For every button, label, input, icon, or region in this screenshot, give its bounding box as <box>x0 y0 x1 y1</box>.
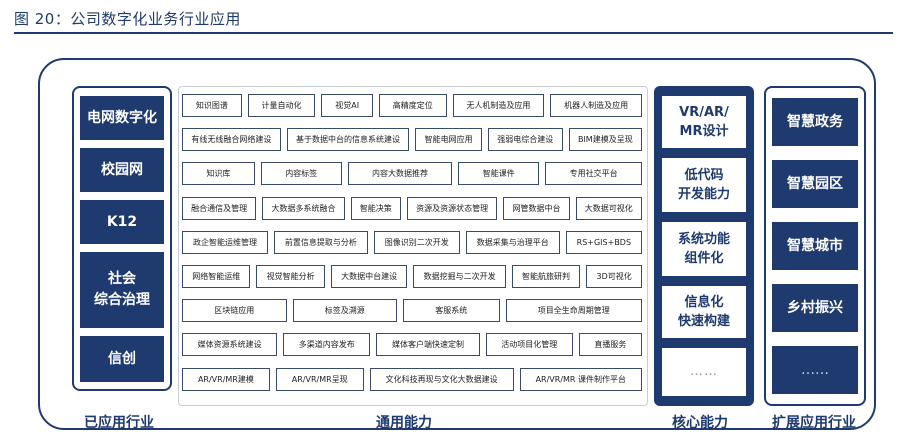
expanded-industries-label: 扩展应用行业 <box>772 415 856 431</box>
core-capability-componentization: 系统功能 组件化 <box>662 222 746 276</box>
applied-industry-xinchuang: 信创 <box>80 336 164 382</box>
capability-cell: 数据挖掘与二次开发 <box>413 265 506 288</box>
capability-cell: AR/VR/MR 课件制作平台 <box>519 368 642 391</box>
capability-row: 区块链应用标签及溯源客服系统项目全生命周期管理 <box>182 299 642 322</box>
capability-cell: 视觉智能分析 <box>256 265 325 288</box>
capability-cell: 文化科技再现与文化大数据建设 <box>369 368 514 391</box>
capability-cell: 项目全生命周期管理 <box>505 299 642 322</box>
capability-row: 媒体资源系统建设多渠道内容发布媒体客户端快速定制活动项目化管理直播服务 <box>182 333 643 356</box>
capability-cell: 网管数据中台 <box>503 197 570 220</box>
capability-cell: RS+GIS+BDS <box>565 231 643 254</box>
capability-cell: 大数据可视化 <box>575 197 642 220</box>
core-capabilities-label: 核心能力 <box>672 415 728 431</box>
capability-cell: 内容标签 <box>260 162 342 185</box>
capability-cell: 3D可视化 <box>586 265 642 288</box>
capability-cell: 智能电网应用 <box>415 128 482 151</box>
applied-industry-campus-network: 校园网 <box>80 148 164 192</box>
capability-cell: 网络智能运维 <box>182 265 251 288</box>
capability-cell: 基于数据中台的信息系统建设 <box>286 128 410 151</box>
expanded-industry-more: …… <box>772 346 858 394</box>
capability-cell: 智能课件 <box>458 162 540 185</box>
capability-cell: 媒体资源系统建设 <box>182 333 278 356</box>
capability-cell: 客服系统 <box>403 299 500 322</box>
capability-cell: 政企智能运维管理 <box>182 231 268 254</box>
applied-industries-label: 已应用行业 <box>84 415 154 431</box>
capability-row: 知识库内容标签内容大数据推荐智能课件专用社交平台 <box>182 162 642 185</box>
capability-cell: AR/VR/MR建模 <box>182 368 270 391</box>
capability-cell: 知识图谱 <box>182 94 242 117</box>
capability-cell: 标签及溯源 <box>292 299 397 322</box>
capability-cell: 智能航旅研判 <box>511 265 581 288</box>
capability-cell: 前置信息提取与分析 <box>273 231 368 254</box>
capability-cell: 专用社交平台 <box>545 162 642 185</box>
capability-cell: 智能决策 <box>350 197 401 220</box>
capability-cell: 多渠道内容发布 <box>283 333 371 356</box>
core-capability-more: …… <box>662 348 746 396</box>
expanded-industry-rural-revitalization: 乡村振兴 <box>772 284 858 332</box>
capability-cell: 无人机制造及应用 <box>452 94 545 117</box>
general-capabilities-label: 通用能力 <box>376 415 432 431</box>
applied-industry-social-governance: 社会 综合治理 <box>80 252 164 328</box>
capability-cell: 媒体客户端快速定制 <box>376 333 480 356</box>
capability-cell: 活动项目化管理 <box>485 333 573 356</box>
capability-cell: 强弱电综合建设 <box>487 128 563 151</box>
applied-industry-power-grid: 电网数字化 <box>80 96 164 140</box>
capability-cell: BIM建模及呈现 <box>568 128 643 151</box>
expanded-industry-smart-city: 智慧城市 <box>772 222 858 270</box>
capability-cell: 图像识别二次开发 <box>373 231 460 254</box>
capability-row: 融合通信及管理大数据多系统融合智能决策资源及资源状态管理网管数据中台大数据可视化 <box>182 197 642 220</box>
capability-cell: 有线无线融合网络建设 <box>182 128 281 151</box>
core-capability-vr-ar-mr: VR/AR/ MR设计 <box>662 96 746 148</box>
capability-cell: 区块链应用 <box>182 299 287 322</box>
capability-cell: 融合通信及管理 <box>182 197 257 220</box>
capability-cell: 高精度定位 <box>378 94 447 117</box>
figure-title: 图 20：公司数字化业务行业应用 <box>14 10 241 28</box>
capability-cell: 大数据多系统融合 <box>262 197 345 220</box>
core-capability-rapid-build: 信息化 快速构建 <box>662 286 746 338</box>
capability-cell: 视觉AI <box>321 94 373 117</box>
capability-cell: 资源及资源状态管理 <box>406 197 498 220</box>
expanded-industry-smart-government: 智慧政务 <box>772 98 858 146</box>
title-rule <box>14 32 893 34</box>
capability-cell: 内容大数据推荐 <box>347 162 453 185</box>
capability-cell: 机器人制造及应用 <box>550 94 642 117</box>
capability-cell: 直播服务 <box>578 333 643 356</box>
applied-industry-k12: K12 <box>80 200 164 244</box>
capability-cell: 计量自动化 <box>247 94 316 117</box>
capability-cell: 大数据中台建设 <box>330 265 408 288</box>
expanded-industry-smart-park: 智慧园区 <box>772 160 858 208</box>
capability-cell: 知识库 <box>182 162 255 185</box>
capability-cell: AR/VR/MR呈现 <box>275 368 364 391</box>
core-capability-low-code: 低代码 开发能力 <box>662 158 746 212</box>
capability-cell: 数据采集与治理平台 <box>465 231 560 254</box>
